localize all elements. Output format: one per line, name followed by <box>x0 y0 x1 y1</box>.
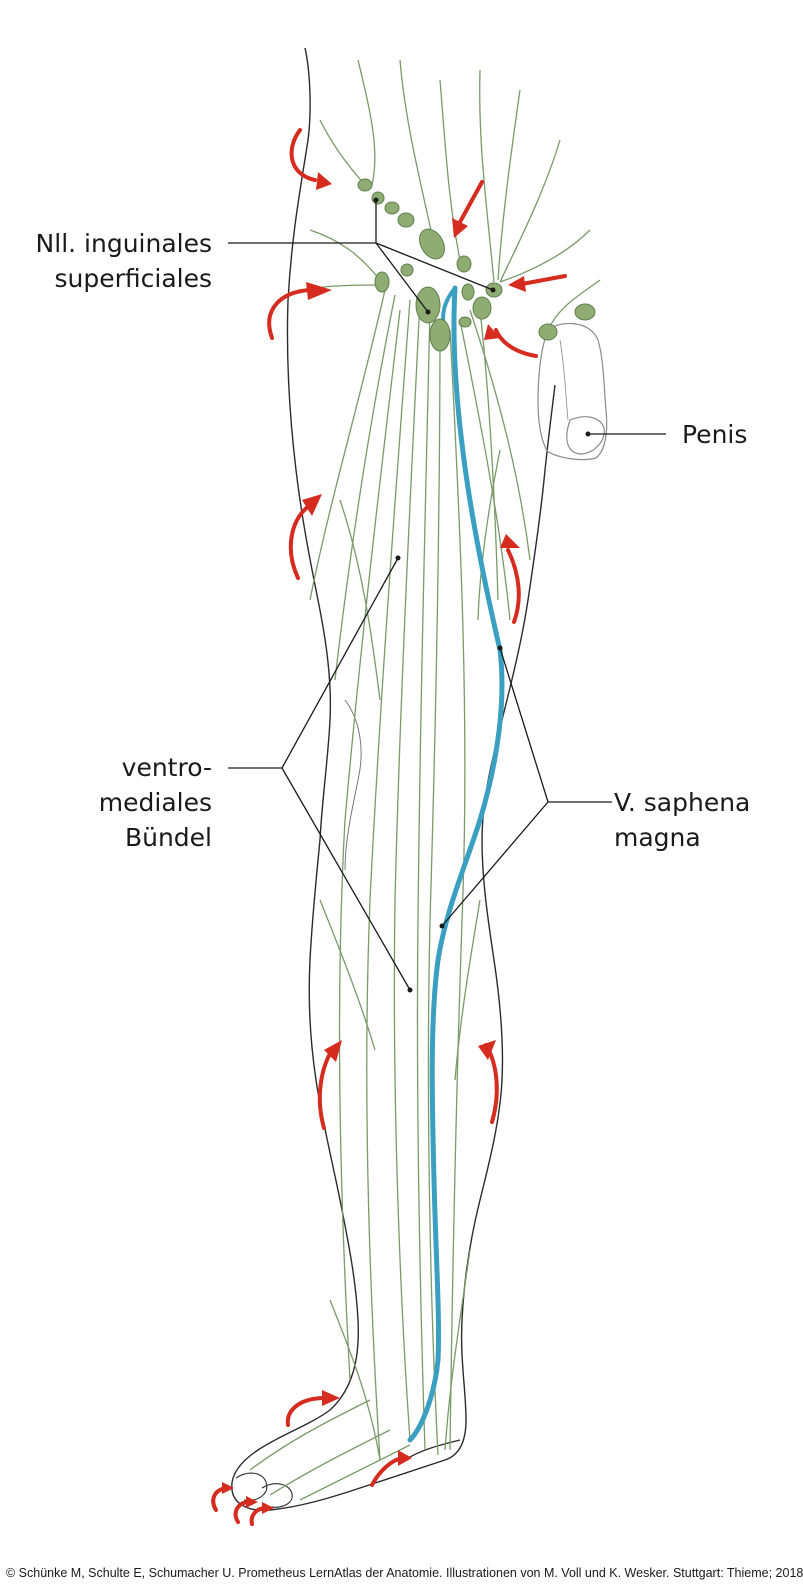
flow-arrow <box>494 328 538 358</box>
label-ventro-line3: Bündel <box>124 823 212 852</box>
arrowhead <box>222 1482 234 1494</box>
lymph-node <box>371 191 385 205</box>
label-great-saphenous-vein: V. saphena magna <box>614 785 750 855</box>
lymph-node <box>400 263 414 277</box>
label-penis-text: Penis <box>682 420 748 449</box>
lymph-vessels <box>249 59 601 1501</box>
arrowhead <box>452 218 468 238</box>
leader-lines <box>228 200 666 991</box>
flow-arrow <box>458 180 484 224</box>
label-inguinal-lymph-nodes: Nll. inguinales superficiales <box>36 226 212 296</box>
copyright-credit: © Schünke M, Schulte E, Schumacher U. Pr… <box>6 1566 803 1580</box>
flow-arrow <box>317 1048 334 1130</box>
label-ventro-line1: ventro- <box>121 753 212 782</box>
arrowhead <box>484 324 500 340</box>
leader-ventro <box>228 557 411 991</box>
lymph-node <box>429 318 451 352</box>
lymph-node <box>397 212 415 228</box>
label-ventro-line2: mediales <box>98 788 212 817</box>
label-penis: Penis <box>682 417 747 452</box>
arrowhead <box>324 1040 342 1062</box>
lymph-node <box>357 178 373 192</box>
lymph-nodes <box>357 178 596 352</box>
arrowhead <box>246 1496 258 1508</box>
flow-arrowheads <box>222 172 526 1514</box>
lymph-node <box>458 316 472 328</box>
saphenous-vein <box>407 285 505 1443</box>
flow-arrow <box>267 288 312 340</box>
label-inguinal-line1: Nll. inguinales <box>35 229 212 258</box>
flow-arrow <box>289 128 317 182</box>
arrowhead <box>500 534 520 548</box>
flow-arrow <box>520 274 567 286</box>
arrowhead <box>302 494 322 516</box>
penis-outline <box>537 322 608 461</box>
label-ventromedial-bundle: ventro- mediales Bündel <box>99 750 212 855</box>
lymph-node <box>456 255 472 273</box>
label-saphena-line1: V. saphena <box>614 788 751 817</box>
arrowhead <box>306 282 332 300</box>
arrowhead <box>508 276 526 292</box>
flow-arrow <box>506 548 521 624</box>
flow-arrows <box>211 128 567 1526</box>
arrowhead <box>316 172 332 190</box>
lymph-node <box>374 271 390 293</box>
arrowhead <box>322 1390 340 1406</box>
arrowhead <box>478 1040 496 1060</box>
flow-arrow <box>285 1396 327 1427</box>
flow-arrow <box>288 503 312 580</box>
arrowhead <box>398 1450 412 1466</box>
label-saphena-line2: magna <box>614 823 701 852</box>
lymph-node <box>419 228 445 260</box>
label-inguinal-line2: superficiales <box>54 264 212 293</box>
leader-dots <box>373 197 591 993</box>
leader-saphena <box>441 647 612 927</box>
leader-inguinal <box>228 200 494 313</box>
arrowhead <box>262 1502 274 1514</box>
lymph-node <box>461 283 475 301</box>
lymph-node <box>384 201 400 215</box>
lymph-node <box>472 296 492 320</box>
lymph-node <box>538 323 558 341</box>
lymph-node <box>415 286 441 324</box>
lymph-node <box>574 303 596 321</box>
